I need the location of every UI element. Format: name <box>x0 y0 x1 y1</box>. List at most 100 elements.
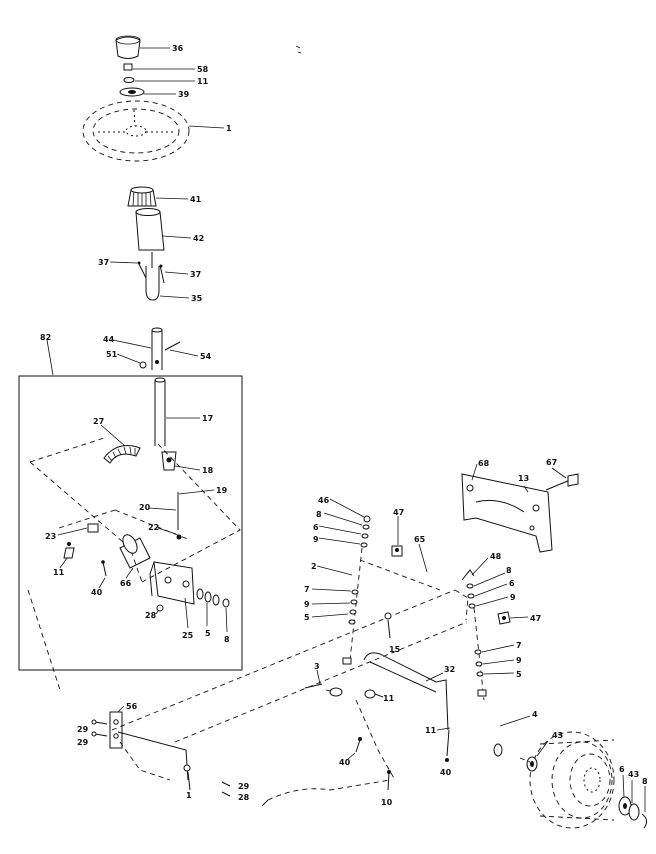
callout-8: 8 <box>224 635 230 644</box>
callout-32: 32 <box>444 665 455 674</box>
fitting-11-center <box>364 689 384 699</box>
callout-18: 18 <box>202 466 214 475</box>
callout-40: 40 <box>91 588 103 597</box>
washer-11 <box>123 77 135 83</box>
washers-5-8 <box>196 588 230 608</box>
callout-29: 29 <box>77 738 89 747</box>
callout-29: 29 <box>77 725 89 734</box>
callout-29: 29 <box>238 782 250 791</box>
sector-gear-27 <box>103 445 141 464</box>
steering-wheel <box>82 100 190 162</box>
callout-7: 7 <box>516 641 522 650</box>
callout-41: 41 <box>190 195 202 204</box>
steering-shaft-17 <box>154 377 166 446</box>
screw-40-center <box>355 737 362 753</box>
callout-2: 2 <box>311 562 317 571</box>
callout-5: 5 <box>205 629 211 638</box>
callout-65: 65 <box>414 535 426 544</box>
callout-1: 1 <box>226 124 232 133</box>
callout-37: 37 <box>190 270 201 279</box>
nut-28-left <box>156 604 164 612</box>
screw-40-right <box>445 729 450 762</box>
callout-25: 25 <box>182 631 194 640</box>
fitting-11-left <box>63 542 75 559</box>
callout-11: 11 <box>53 568 65 577</box>
callout-56: 56 <box>126 702 138 711</box>
washer-43-inner <box>526 756 538 772</box>
callout-9: 9 <box>304 600 310 609</box>
callout-22: 22 <box>148 523 159 532</box>
bushing-41 <box>127 186 157 207</box>
spindle-right <box>461 569 487 701</box>
callout-19: 19 <box>216 486 228 495</box>
callout-43: 43 <box>628 770 639 779</box>
grease-fitting-47-right <box>497 611 511 625</box>
callout-36: 36 <box>172 44 184 53</box>
kit-box-82 <box>18 375 243 671</box>
callout-11: 11 <box>425 726 437 735</box>
bolt-15 <box>384 612 392 639</box>
dashed-guide-left <box>27 589 61 691</box>
tube-66 <box>119 534 151 569</box>
cap-8 <box>641 813 648 829</box>
callout-27: 27 <box>93 417 104 426</box>
spindle-4 <box>493 743 503 757</box>
callout-54: 54 <box>200 352 212 361</box>
callout-labels: 36 58 11 39 1 41 42 37 37 35 82 44 51 54… <box>40 44 648 807</box>
bracket-68 <box>461 473 553 553</box>
callout-20: 20 <box>139 503 151 512</box>
pin-37-left <box>137 261 147 279</box>
adapter-39 <box>119 87 145 97</box>
callout-8: 8 <box>506 566 512 575</box>
callout-40: 40 <box>339 758 351 767</box>
callout-82: 82 <box>40 333 51 342</box>
callout-6: 6 <box>509 579 515 588</box>
pin-37-right <box>159 264 165 284</box>
bracket-25 <box>149 561 195 605</box>
pin-51 <box>139 361 147 369</box>
callout-13: 13 <box>518 474 529 483</box>
callout-11: 11 <box>383 694 395 703</box>
callout-6: 6 <box>313 523 319 532</box>
bolts-29-left <box>91 719 108 737</box>
callout-15: 15 <box>389 645 401 654</box>
callout-42: 42 <box>193 234 204 243</box>
callout-9: 9 <box>510 593 516 602</box>
drag-link-32 <box>363 652 449 731</box>
grease-fitting-47-left <box>391 545 403 557</box>
sleeve-42 <box>135 208 165 251</box>
callout-47: 47 <box>393 508 404 517</box>
bushing-23 <box>87 523 99 533</box>
callout-51: 51 <box>106 350 118 359</box>
steering-cap <box>115 35 141 59</box>
callout-17: 17 <box>202 414 213 423</box>
clips-29-28 <box>221 781 231 797</box>
callout-3: 3 <box>314 662 320 671</box>
callout-7: 7 <box>304 585 310 594</box>
spindle-left <box>342 515 371 665</box>
callout-40: 40 <box>440 768 452 777</box>
callout-46: 46 <box>318 496 330 505</box>
fragment-marks <box>295 45 302 54</box>
bolt-67 <box>545 473 579 491</box>
callout-23: 23 <box>45 532 56 541</box>
shaft-44 <box>151 327 163 370</box>
nut-58 <box>123 63 133 71</box>
callout-48: 48 <box>490 552 502 561</box>
support-plate-outline <box>29 437 241 583</box>
tie-rod-left <box>304 683 343 697</box>
callout-35: 35 <box>191 294 203 303</box>
callout-5: 5 <box>304 613 310 622</box>
screw-40-left <box>101 560 107 577</box>
callout-1: 1 <box>186 791 192 800</box>
callout-67: 67 <box>546 458 557 467</box>
callout-47: 47 <box>530 614 541 623</box>
fork-35 <box>145 252 160 301</box>
front-axle <box>111 589 469 743</box>
washer-6-outer <box>618 796 632 816</box>
callout-11: 11 <box>197 77 209 86</box>
callout-8: 8 <box>316 510 322 519</box>
pin-54 <box>164 341 181 351</box>
